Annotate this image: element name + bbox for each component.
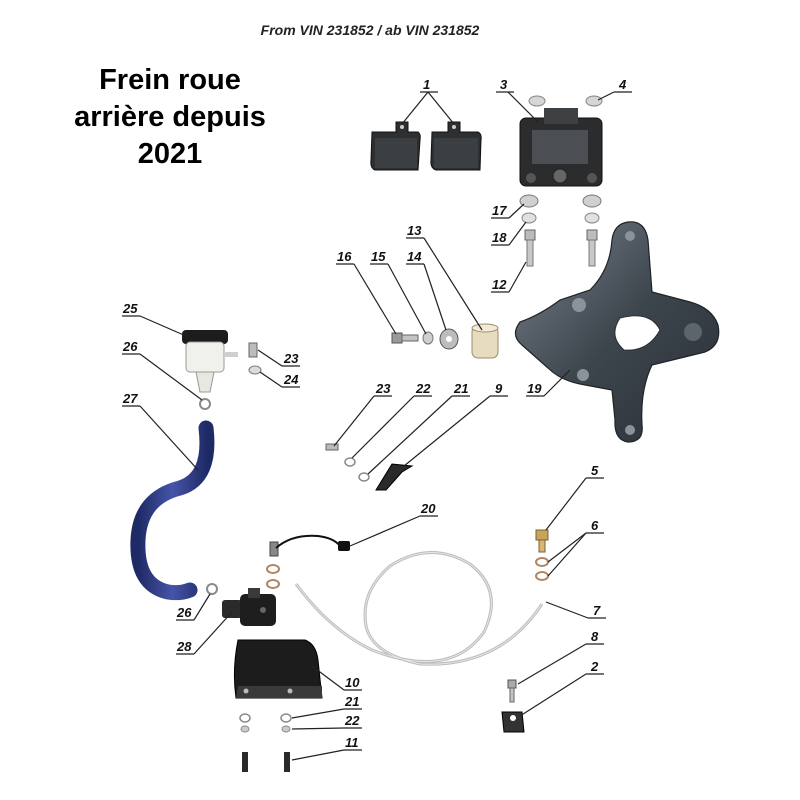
master-cylinder <box>222 588 276 626</box>
callout-25: 25 <box>122 301 138 316</box>
screw-23-upper <box>248 342 258 358</box>
callout-24: 24 <box>283 372 299 387</box>
washer-18-right <box>584 212 600 224</box>
bolts-12 <box>524 229 598 267</box>
callout-7: 7 <box>593 603 601 618</box>
fluid-reservoir <box>182 330 238 393</box>
callout-2: 2 <box>590 659 599 674</box>
callout-9: 9 <box>495 381 503 396</box>
bolt-16 <box>391 332 419 344</box>
callout-1: 1 <box>423 77 430 92</box>
brake-caliper <box>519 108 603 187</box>
callout-numbers: 1 3 4 17 18 12 13 14 15 16 19 25 26 27 2… <box>122 77 627 750</box>
washer-4-left <box>528 95 546 107</box>
callout-26-upper: 26 <box>122 339 138 354</box>
callout-22-lower: 22 <box>344 713 360 728</box>
screw-23-middle <box>325 443 339 451</box>
callout-12: 12 <box>492 277 507 292</box>
washer-21-middle <box>358 472 370 482</box>
washer-22-middle <box>344 457 356 467</box>
callout-6: 6 <box>591 518 599 533</box>
washer-6-lower <box>535 571 549 581</box>
title-line-2: arrière depuis <box>74 101 266 133</box>
callout-15: 15 <box>371 249 386 264</box>
brake-hose <box>130 420 215 601</box>
washer-6-upper <box>535 557 549 567</box>
brake-switch-20 <box>269 534 350 557</box>
title-line-3: 2021 <box>137 138 203 170</box>
washer-18-left <box>521 212 537 224</box>
washer-21-lower-right <box>280 713 292 723</box>
callout-17: 17 <box>492 203 507 218</box>
callout-26-lower: 26 <box>176 605 192 620</box>
washer-22-lower-left <box>240 725 250 733</box>
washer-17-right <box>582 194 602 208</box>
callout-11: 11 <box>345 735 359 750</box>
washer-20-upper <box>266 564 280 574</box>
washer-21-lower-left <box>239 713 251 723</box>
washer-24 <box>248 365 262 375</box>
spacer-13 <box>471 323 499 359</box>
washer-17-left <box>519 194 539 208</box>
callout-5: 5 <box>591 463 599 478</box>
brake-line-7 <box>294 551 544 666</box>
clip-2 <box>501 711 525 733</box>
title-line-1: Frein roue <box>99 64 241 96</box>
hose-clamp-upper <box>199 398 211 410</box>
callout-21-lower: 21 <box>344 694 359 709</box>
callout-13: 13 <box>407 223 422 238</box>
leader-lines <box>122 91 632 761</box>
cover-10 <box>233 639 323 699</box>
callout-21-middle: 21 <box>453 381 468 396</box>
callout-16: 16 <box>337 249 352 264</box>
callout-10: 10 <box>345 675 360 690</box>
caliper-bracket <box>514 221 720 443</box>
callout-8: 8 <box>591 629 599 644</box>
callout-23-upper: 23 <box>283 351 299 366</box>
brake-pads <box>370 121 482 171</box>
screws-11 <box>242 752 290 772</box>
callout-28: 28 <box>176 639 192 654</box>
screw-8 <box>507 679 517 703</box>
washer-4-right <box>585 95 603 107</box>
banjo-bolt-5 <box>535 529 549 553</box>
callout-18: 18 <box>492 230 507 245</box>
callout-3: 3 <box>500 77 508 92</box>
washer-15 <box>422 331 434 345</box>
callout-20: 20 <box>420 501 436 516</box>
washer-22-lower-right <box>281 725 291 733</box>
line-clip-9 <box>375 463 414 491</box>
diagram-title: Frein roue arrière depuis 2021 <box>30 62 310 173</box>
vin-range-label: From VIN 231852 / ab VIN 231852 <box>260 22 480 38</box>
callout-27: 27 <box>122 391 138 406</box>
washer-20-lower <box>266 579 280 589</box>
callout-19: 19 <box>527 381 542 396</box>
callout-23-middle: 23 <box>375 381 391 396</box>
callout-14: 14 <box>407 249 422 264</box>
callout-22-middle: 22 <box>415 381 431 396</box>
callout-4: 4 <box>618 77 627 92</box>
hose-clamp-lower <box>206 583 218 595</box>
